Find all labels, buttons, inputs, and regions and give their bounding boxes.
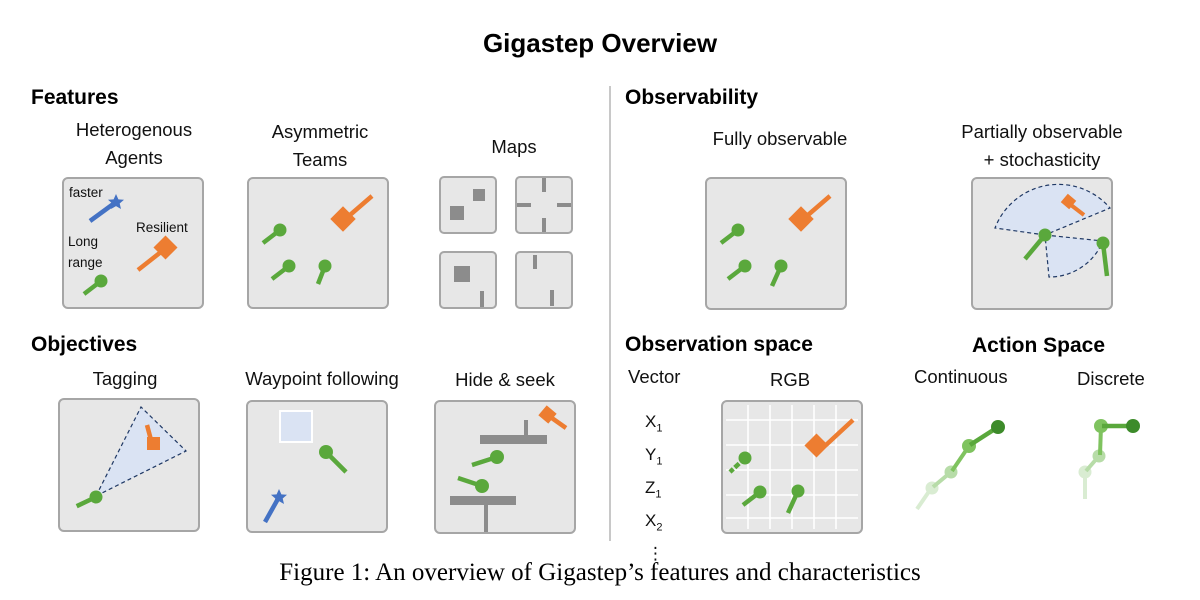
range-text: range — [68, 255, 103, 270]
fast-agent-icon — [88, 194, 124, 223]
map-thumbnail — [439, 176, 497, 234]
long-text: Long — [68, 234, 98, 249]
fully-observable-label: Fully observable — [712, 128, 848, 149]
rgb-label: RGB — [769, 369, 811, 390]
map-thumbnail — [515, 176, 573, 234]
waypoint-following-label: Waypoint following — [245, 368, 399, 389]
waypoint-marker — [279, 410, 313, 443]
green-agent-icon — [1096, 236, 1110, 277]
map-thumbnail — [515, 251, 573, 309]
faster-text: faster — [69, 185, 103, 200]
figure-title: Gigastep Overview — [482, 28, 718, 58]
tagging-label: Tagging — [92, 368, 158, 389]
asymmetric-teams-label: Asymmetric Teams — [271, 121, 369, 170]
vector-label: Vector — [628, 366, 681, 387]
orange-agent-icon — [1060, 193, 1086, 217]
green-agent-icon — [457, 475, 489, 493]
continuous-label: Continuous — [914, 366, 1008, 387]
hide-seek-label: Hide & seek — [455, 369, 555, 390]
orange-agent-icon — [330, 194, 374, 232]
vector-ellipsis: ⋮ — [647, 543, 664, 563]
vector-entry-y1: Y1 — [645, 444, 663, 468]
continuous-action-trail — [915, 420, 1005, 511]
resilient-agent-icon — [136, 235, 178, 272]
green-agent-icon — [471, 450, 504, 468]
discrete-label: Discrete — [1077, 368, 1145, 389]
hide-seek-panel — [434, 400, 576, 534]
heterogenous-agents-label: Heterogenous Agents — [75, 119, 193, 168]
section-divider — [609, 86, 611, 541]
rgb-panel — [721, 400, 863, 534]
resilient-text: Resilient — [136, 220, 188, 235]
orange-agent-icon — [788, 194, 832, 232]
objectives-heading: Objectives — [31, 333, 138, 356]
vector-entries: X1 Y1 Z1 X2 ⋮ — [645, 409, 664, 567]
observability-heading: Observability — [625, 86, 759, 109]
features-heading: Features — [31, 86, 119, 109]
partially-observable-panel — [971, 177, 1113, 310]
action-space-heading: Action Space — [972, 334, 1106, 357]
figure-caption: Figure 1: An overview of Gigastep’s feat… — [279, 559, 921, 586]
green-agent-icon — [785, 484, 805, 514]
discrete-action-trail — [1078, 419, 1140, 499]
maps-label: Maps — [491, 136, 537, 157]
green-agent-icon — [319, 445, 348, 474]
vector-entry-x1: X1 — [645, 412, 663, 435]
observation-space-heading: Observation space — [625, 333, 813, 356]
fully-observable-panel — [705, 177, 847, 310]
tagging-panel — [58, 398, 200, 532]
green-agent-icon — [769, 259, 788, 287]
orange-agent-icon — [144, 424, 160, 450]
map-thumbnail — [439, 251, 497, 309]
vector-entry-z1: Z1 — [645, 477, 662, 501]
orange-agent-icon — [538, 405, 568, 430]
blue-agent-icon — [263, 489, 287, 524]
heterogenous-panel: faster Long range Resilient — [62, 177, 204, 309]
maps-grid — [439, 176, 573, 309]
asymmetric-panel — [247, 177, 389, 309]
green-agent-icon — [1023, 228, 1052, 261]
vector-entry-x2: X2 — [645, 510, 663, 534]
green-agent-icon — [728, 451, 752, 474]
green-agent-icon — [315, 259, 332, 285]
partially-observable-label: Partially observable + stochasticity — [961, 121, 1123, 170]
waypoint-panel — [246, 400, 388, 533]
